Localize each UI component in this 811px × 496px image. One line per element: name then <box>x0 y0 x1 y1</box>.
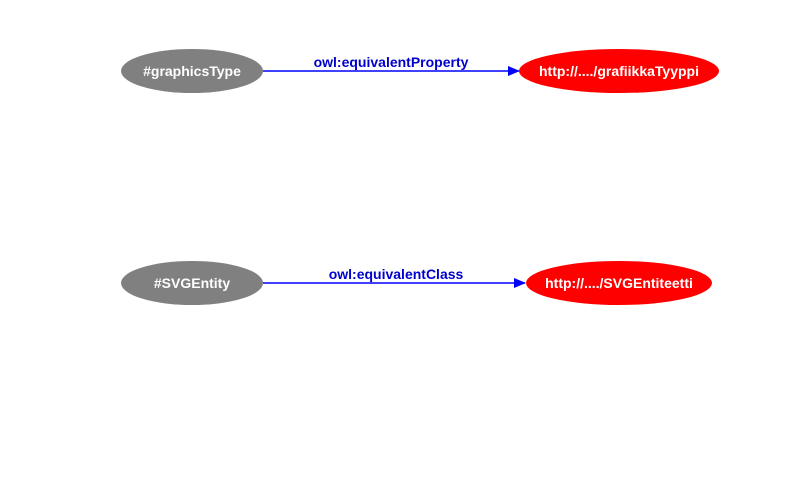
node-svg-entity[interactable]: #SVGEntity <box>121 261 263 305</box>
node-svg-entiteetti[interactable]: http://..../SVGEntiteetti <box>526 261 712 305</box>
edge-label-equivalent-class: owl:equivalentClass <box>329 266 464 282</box>
node-grafiikka-tyyppi[interactable]: http://..../grafiikkaTyyppi <box>519 49 719 93</box>
node-shape <box>519 49 719 93</box>
node-graphics-type[interactable]: #graphicsType <box>121 49 263 93</box>
node-label-graphics-type: #graphicsType <box>143 63 241 79</box>
node-label-svg-entiteetti: http://..../SVGEntiteetti <box>545 275 693 291</box>
node-shape <box>121 261 263 305</box>
node-shape <box>526 261 712 305</box>
relation-1: owl:equivalentProperty #graphicsType htt… <box>121 49 719 93</box>
node-shape <box>121 49 263 93</box>
node-label-svg-entity: #SVGEntity <box>154 275 230 291</box>
edge-label-equivalent-property: owl:equivalentProperty <box>314 54 469 70</box>
node-label-grafiikka-tyyppi: http://..../grafiikkaTyyppi <box>539 63 699 79</box>
relation-2: owl:equivalentClass #SVGEntity http://..… <box>121 261 712 305</box>
